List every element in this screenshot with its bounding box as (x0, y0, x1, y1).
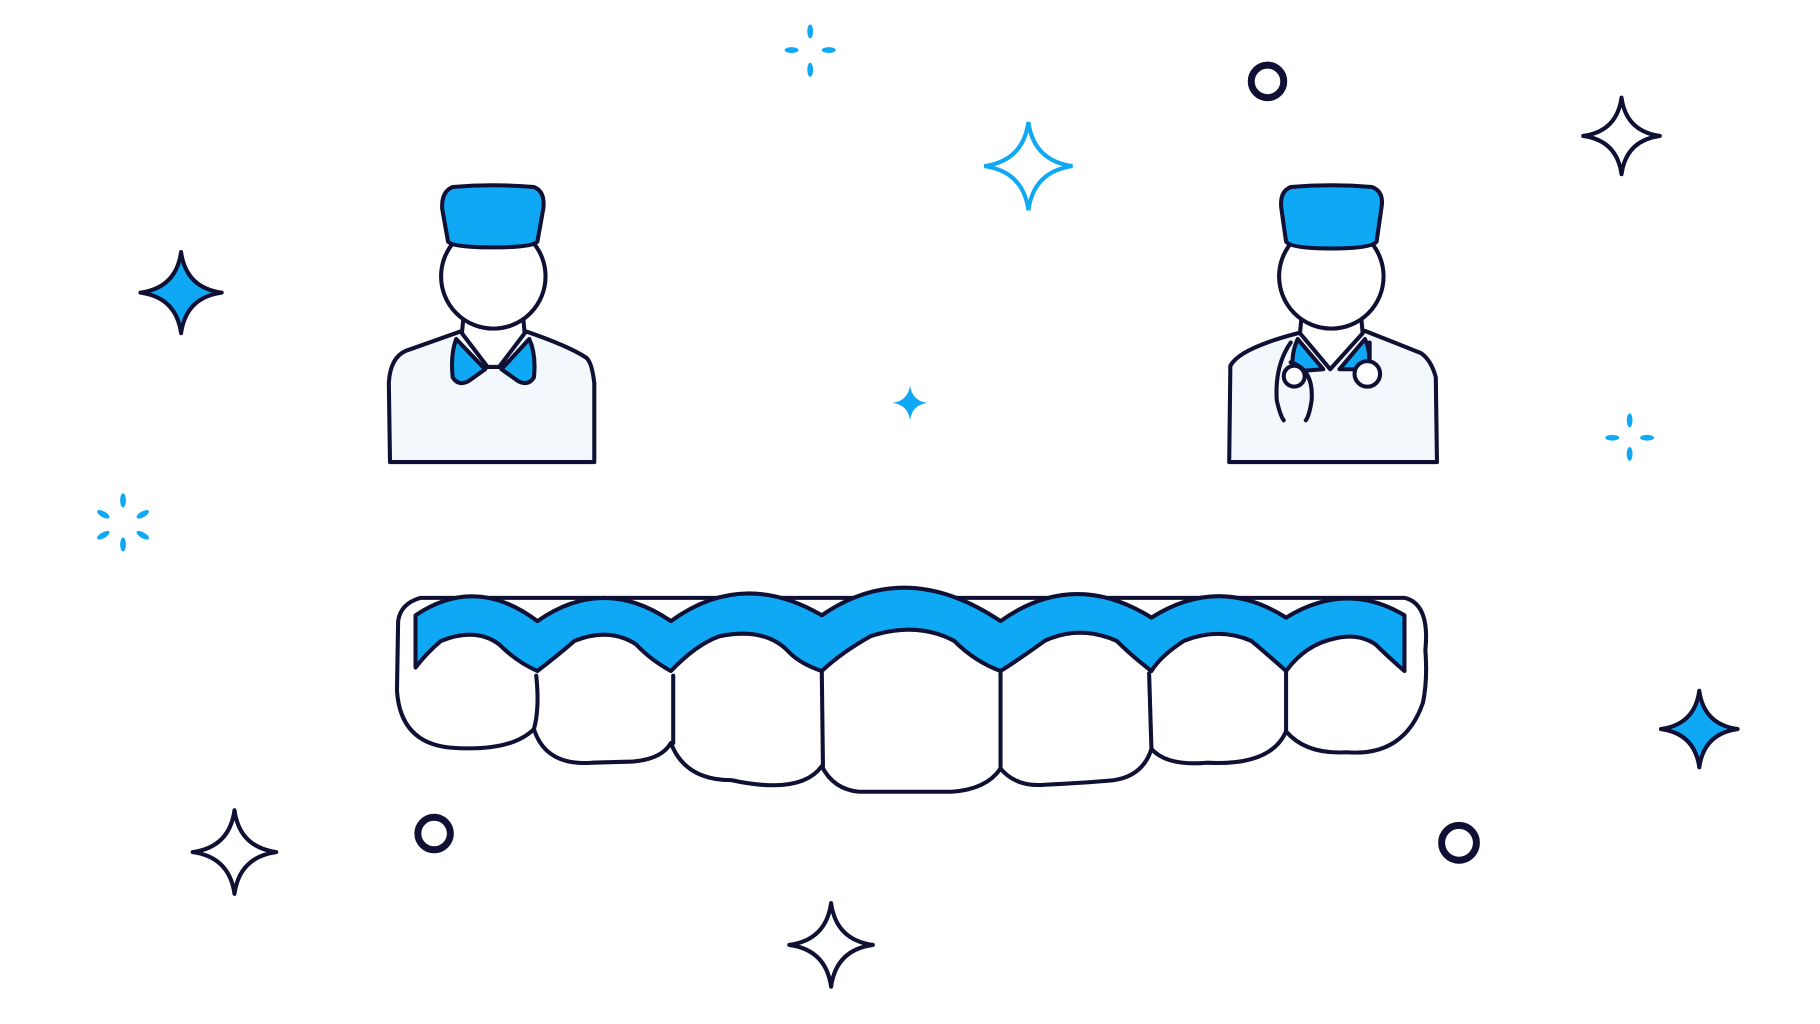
sparkle-icon (190, 808, 279, 896)
cap (440, 183, 546, 250)
stethoscope-icon (1274, 340, 1383, 423)
gums (413, 585, 1407, 674)
coat (386, 328, 597, 465)
doctor-right (1227, 183, 1439, 465)
ring-icon (414, 813, 454, 854)
burst-icon (1605, 413, 1655, 461)
burst-icon (784, 24, 836, 77)
collar-right (499, 337, 537, 386)
sparkle-icon (138, 249, 224, 336)
cap (1279, 183, 1385, 251)
burst-icon (97, 493, 149, 552)
sparkle-icon (787, 901, 875, 989)
teeth (394, 585, 1429, 794)
collar-left (449, 337, 488, 386)
ring-icon (1438, 821, 1480, 864)
sparkle-icon (1581, 95, 1662, 177)
sparkles (138, 95, 1740, 989)
sparkle-icon (892, 385, 928, 421)
sparkle-icon (983, 121, 1073, 211)
dentist-left (386, 183, 597, 465)
tooth-dividers (531, 668, 1289, 771)
ring-icon (1247, 61, 1288, 102)
sparkle-icon (1658, 688, 1740, 770)
